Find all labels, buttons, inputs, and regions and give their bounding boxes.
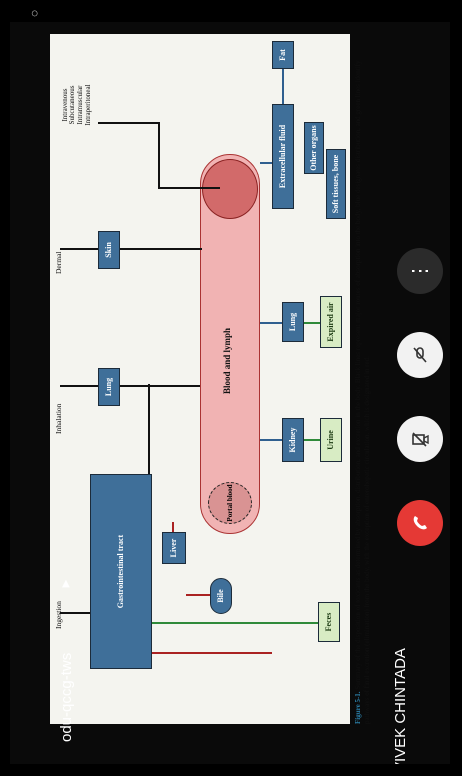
mic-off-icon bbox=[413, 347, 427, 363]
presenter-name-wrap: VIVEK CHINTADA bbox=[392, 542, 422, 764]
lung-top-box: Lung bbox=[98, 368, 120, 406]
extracellular-fluid-box: Extracellular fluid bbox=[272, 104, 294, 209]
kidney-urine-line bbox=[304, 439, 320, 441]
urine-box: Urine bbox=[320, 418, 342, 462]
liver-box: Liver bbox=[162, 532, 186, 564]
phone-hangup-icon bbox=[413, 516, 427, 530]
ecf-fat-line bbox=[282, 69, 284, 104]
meeting-info-chevron-icon[interactable]: ▶ bbox=[60, 579, 72, 588]
more-options-button[interactable]: ⋮ bbox=[397, 248, 443, 294]
heart-circle bbox=[202, 159, 258, 219]
feces-box: Feces bbox=[318, 602, 340, 642]
parenteral-line-down bbox=[158, 187, 220, 189]
parenteral-line-h bbox=[158, 122, 160, 189]
caption-text: Summary of the disposition of toxicants … bbox=[354, 60, 372, 724]
inhalation-arrow bbox=[60, 385, 98, 387]
end-call-button[interactable] bbox=[397, 500, 443, 546]
blood-lung-line bbox=[260, 322, 282, 324]
other-organs-box: Other organs bbox=[304, 122, 324, 174]
bile-box: Bile bbox=[210, 578, 232, 614]
camera-off-icon bbox=[412, 432, 429, 447]
caption-label: Figure 5-1. bbox=[354, 691, 362, 724]
status-ring-icon: ○ bbox=[26, 9, 42, 18]
bile-gi-line bbox=[152, 652, 272, 654]
expired-air-box: Expired air bbox=[320, 296, 342, 348]
kidney-box: Kidney bbox=[282, 418, 304, 462]
figure-caption: Figure 5-1. Summary of the disposition o… bbox=[354, 34, 373, 724]
inhalation-label: Inhalation bbox=[54, 403, 63, 434]
gi-feces-line bbox=[152, 622, 318, 624]
parenteral-line-v bbox=[98, 122, 158, 124]
meeting-code-wrap: odu-qccg-tws bbox=[58, 582, 88, 742]
liver-portal-line bbox=[172, 522, 174, 532]
camera-button[interactable] bbox=[397, 416, 443, 462]
skin-blood-line bbox=[120, 248, 202, 250]
lung-bottom-box: Lung bbox=[282, 302, 304, 342]
more-dots-icon: ⋮ bbox=[409, 261, 431, 281]
skin-box: Skin bbox=[98, 231, 120, 269]
liver-bile-line bbox=[186, 594, 210, 596]
meeting-code[interactable]: odu-qccg-tws bbox=[58, 652, 75, 742]
blood-ecf-line bbox=[260, 162, 272, 164]
lung-air-line bbox=[304, 322, 320, 324]
presenter-name: VIVEK CHINTADA bbox=[392, 648, 409, 764]
gi-tract-box: Gastrointestinal tract bbox=[90, 474, 152, 669]
dermal-label: Dermal bbox=[54, 251, 63, 275]
portal-blood-circle: Portal blood bbox=[208, 482, 252, 524]
fat-box: Fat bbox=[272, 41, 294, 69]
gi-lung-line bbox=[148, 384, 150, 474]
lung-blood-line bbox=[120, 385, 200, 387]
blood-kidney-line bbox=[260, 439, 282, 441]
mute-button[interactable] bbox=[397, 332, 443, 378]
soft-tissues-box: Soft tissues, bone bbox=[326, 149, 346, 219]
blood-lymph-label: Blood and lymph bbox=[222, 327, 232, 394]
dermal-arrow bbox=[60, 248, 98, 250]
